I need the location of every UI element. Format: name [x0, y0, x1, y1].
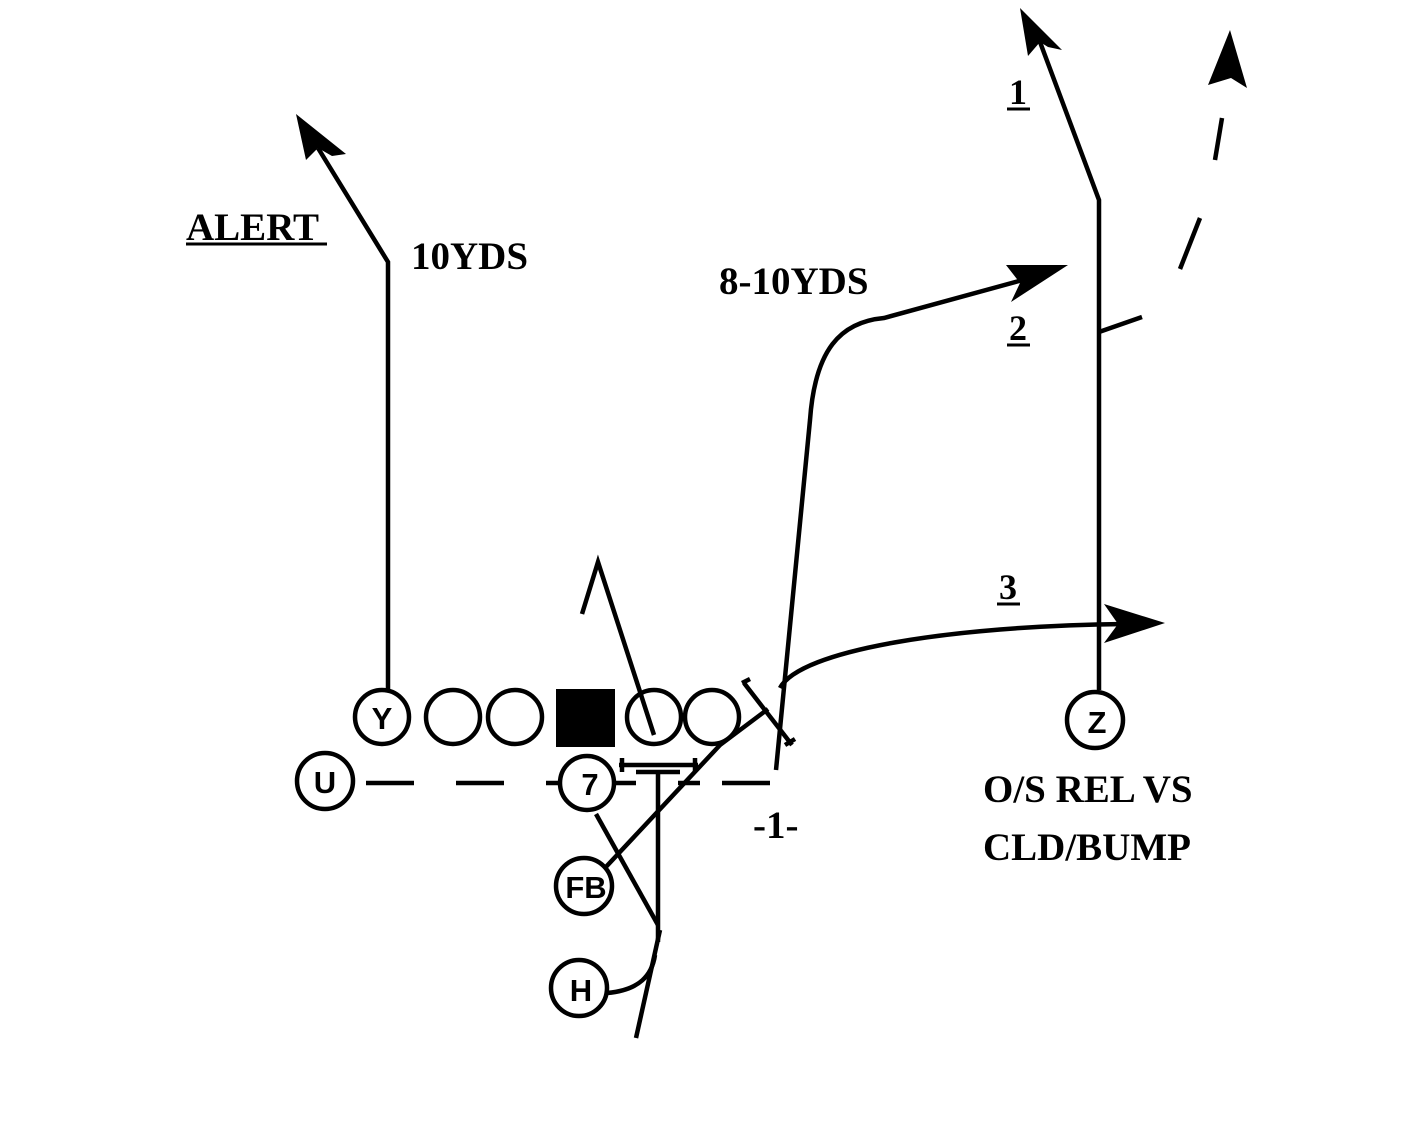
h-drop-line [633, 929, 663, 1039]
player-z-circle [1064, 689, 1126, 751]
offensive-line [423, 687, 742, 747]
dig-depth-label: 8-10YDS [719, 260, 869, 303]
z-option-arrowhead [1208, 30, 1247, 88]
player-u-label: U [314, 765, 336, 800]
dig-route-arrowhead [1006, 265, 1068, 302]
z-rule-line2: CLD/BUMP [983, 826, 1191, 869]
center-square [556, 689, 615, 747]
player-z: Z [1064, 689, 1126, 751]
read-3-label: 3 [999, 567, 1017, 607]
z-option-route [1177, 30, 1247, 270]
z-route-arrowhead [1020, 8, 1062, 56]
player-fb: FB [553, 855, 615, 917]
left-guard-circle [485, 687, 545, 747]
flat-route [778, 604, 1165, 690]
read-1-label: 1 [1009, 72, 1027, 112]
player-fb-circle [553, 855, 615, 917]
player-h: H [548, 957, 610, 1019]
player-h-circle [548, 957, 610, 1019]
te-release-mark [740, 676, 797, 747]
qb-drop-marker [619, 758, 698, 942]
dig-route [773, 265, 1068, 771]
z-route [1020, 8, 1102, 690]
player-y-circle [352, 687, 412, 747]
y-depth-label: 10YDS [411, 235, 528, 278]
player-u: U [294, 750, 356, 812]
player-fb-label: FB [565, 870, 606, 905]
read-2-label: 2 [1009, 308, 1027, 348]
z-rule-line1: O/S REL VS [983, 768, 1193, 811]
player-y-label: Y [372, 701, 393, 736]
z-option-break [1098, 314, 1143, 335]
fb-path [602, 707, 770, 871]
qb-depth-label: -1- [753, 804, 798, 847]
flat-route-arrowhead [1104, 604, 1165, 643]
player-qb-label: 7 [581, 767, 598, 802]
player-h-label: H [570, 973, 592, 1008]
y-route [296, 114, 391, 690]
player-y: Y [352, 687, 412, 747]
guard-release-line [579, 554, 657, 736]
player-u-circle [294, 750, 356, 812]
player-qb: 7 [557, 753, 617, 813]
qb-line [594, 812, 660, 927]
player-qb-circle [557, 753, 617, 813]
right-tackle-circle [682, 687, 742, 747]
alert-label: ALERT [186, 206, 319, 249]
right-guard-circle [624, 687, 684, 747]
player-z-label: Z [1088, 705, 1107, 740]
left-tackle-circle [423, 687, 483, 747]
y-route-arrowhead [296, 114, 346, 160]
